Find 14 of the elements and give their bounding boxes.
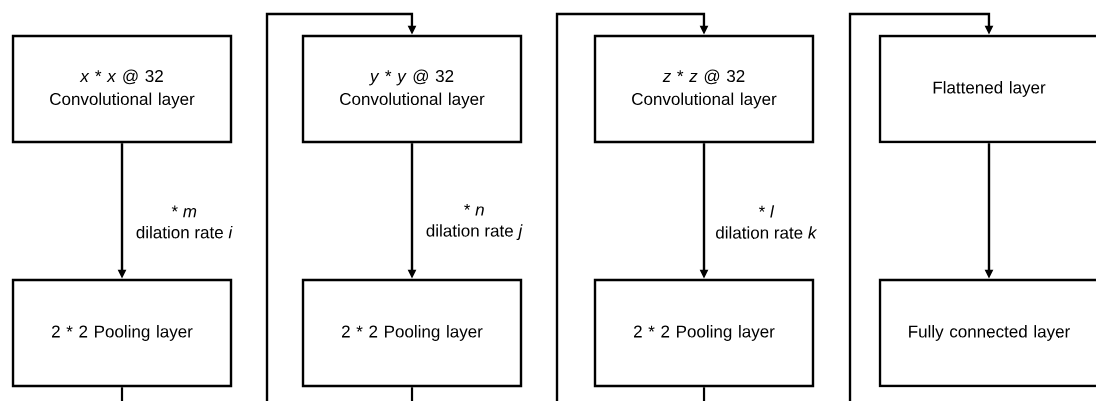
layer-box: Fully connected layer: [878, 278, 1096, 388]
layer-box: 2 * 2 Pooling layer: [593, 278, 815, 388]
edge-label: *m dilation rate i: [128, 204, 241, 240]
layer-box: Flattened layer: [878, 34, 1096, 144]
layer-box: y* y @ 32 Convolutional layer: [301, 34, 523, 144]
layer-box: z* z @ 32 Convolutional layer: [593, 34, 815, 144]
edge-label: *l dilation rate k: [710, 204, 823, 240]
edge-label: *n dilation rate j: [418, 202, 531, 242]
layer-box: 2 * 2 Pooling layer: [301, 278, 523, 388]
arrow: [265, 12, 417, 401]
layer-box: x* x @ 32 Convolutional layer: [11, 34, 233, 144]
arrow: [848, 12, 994, 401]
layer-box: 2 * 2 Pooling layer: [11, 278, 233, 388]
arrow: [555, 12, 709, 401]
